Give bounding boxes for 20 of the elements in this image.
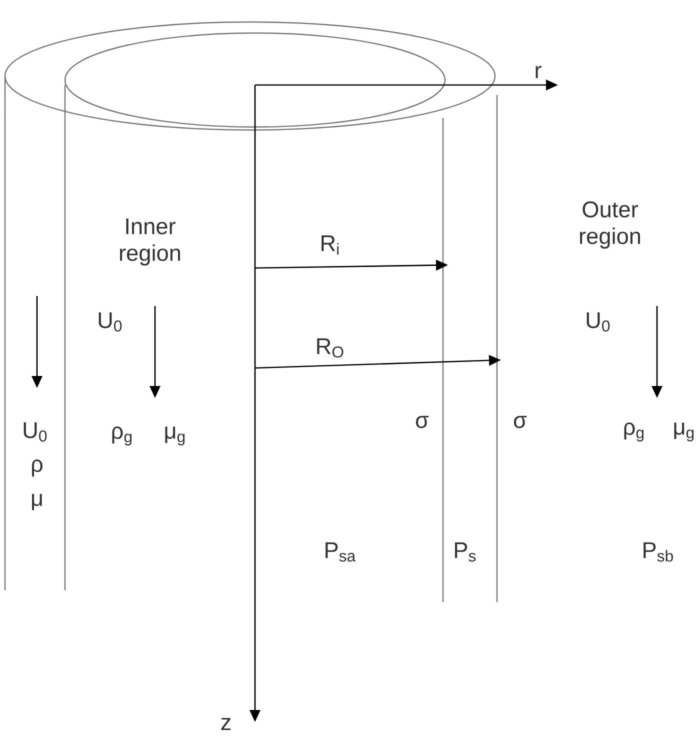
- axis-label: z: [221, 718, 231, 730]
- region-label: Inner region: [120, 218, 180, 266]
- variable-label: P$_{sb}$: [644, 542, 673, 562]
- variable-label: R$_{i}$: [322, 235, 339, 255]
- variable-label: U$_{0}$: [586, 312, 610, 332]
- variable-label: μ$_{g}$: [674, 422, 694, 442]
- variable-label: μ$_{g}$: [165, 426, 185, 446]
- variable-label: P$_{s}$: [455, 542, 476, 562]
- variable-label: ρ$_{g}$: [624, 422, 644, 442]
- variable-label: σ: [416, 416, 429, 428]
- variable-label: U$_{0}$: [98, 312, 122, 332]
- axis-label: r: [536, 66, 542, 78]
- variable-label: R$_{O}$: [317, 338, 344, 358]
- variable-label: σ: [514, 416, 527, 428]
- variable-label: U$_{0}$: [24, 422, 47, 442]
- variable-label: ρ: [32, 460, 43, 476]
- variable-label: ρ$_{g}$: [112, 426, 132, 446]
- variable-label: P$_{sa}$: [326, 542, 356, 562]
- region-label: Outer region: [580, 201, 640, 249]
- variable-label: μ: [32, 494, 42, 510]
